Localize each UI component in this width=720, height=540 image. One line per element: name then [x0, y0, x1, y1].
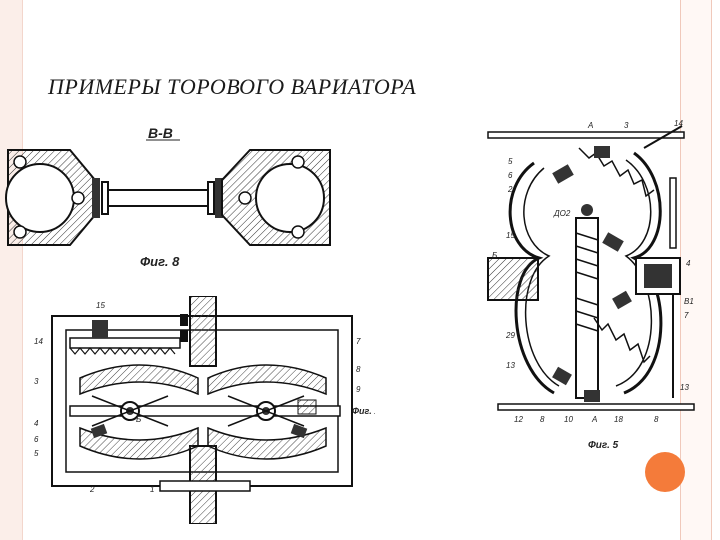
fig1-label-6: 6 — [34, 435, 39, 444]
fig5-label-8-right: 8 — [654, 415, 659, 424]
slide-right-border — [680, 0, 712, 540]
fig1-label-7: 7 — [356, 337, 361, 346]
slide-left-border — [0, 0, 23, 540]
fig1-label-5: 5 — [34, 449, 39, 458]
fig5-label-do2: ДО2 — [553, 209, 571, 218]
fig5-label-a-top: А — [587, 121, 593, 130]
fig5-label-10: 10 — [564, 415, 573, 424]
fig5-label-4: 4 — [686, 259, 691, 268]
fig5-label-b1: В1 — [684, 297, 694, 306]
figure-8-caption: Фиг. 8 — [140, 254, 180, 269]
figure-8-section-label: В-В — [148, 125, 173, 141]
fig5-label-b: Б — [492, 251, 497, 260]
fig5-label-15: 15 — [506, 231, 515, 240]
fig5-label-29: 29 — [505, 331, 515, 340]
fig5-label-14: 14 — [674, 119, 683, 128]
fig5-label-12: 12 — [514, 415, 523, 424]
fig5-label-a-bottom: А — [591, 415, 597, 424]
fig5-label-6: 6 — [508, 171, 513, 180]
figure-5-variator-drawing: А 3 14 5 6 2 ДО2 15 Б 4 В1 7 29 13 13 12… — [484, 118, 704, 458]
fig1-label-8: 8 — [356, 365, 361, 374]
fig5-label-5: 5 — [508, 157, 513, 166]
fig5-label-18: 18 — [614, 415, 623, 424]
figure-1-caption: Фиг. 1 — [352, 406, 375, 416]
fig1-label-9: 9 — [356, 385, 361, 394]
fig5-label-2: 2 — [507, 185, 513, 194]
fig5-label-3: 3 — [624, 121, 629, 130]
fig1-label-1: 1 — [150, 485, 154, 494]
fig1-label-2: 2 — [89, 485, 95, 494]
fig1-label-4: 4 — [34, 419, 39, 428]
figure-8-section-view: В-В Фиг. 8 — [0, 120, 340, 270]
fig1-label-b: Б — [136, 415, 141, 424]
fig5-label-7: 7 — [684, 311, 689, 320]
fig5-label-8-left: 8 — [540, 415, 545, 424]
figure-5-caption: Фиг. 5 — [588, 440, 619, 451]
accent-circle — [645, 452, 685, 492]
slide-title: ПРИМЕРЫ ТОРОВОГО ВАРИАТОРА — [48, 74, 417, 99]
fig1-label-15: 15 — [96, 301, 105, 310]
fig5-label-13-left: 13 — [506, 361, 515, 370]
fig1-label-14: 14 — [34, 337, 43, 346]
figure-1-variator-drawing: 15 14 3 4 2 1 7 8 9 6 5 Б Фиг. 1 — [30, 296, 375, 524]
fig5-label-13-right: 13 — [680, 383, 689, 392]
fig1-label-3: 3 — [34, 377, 39, 386]
